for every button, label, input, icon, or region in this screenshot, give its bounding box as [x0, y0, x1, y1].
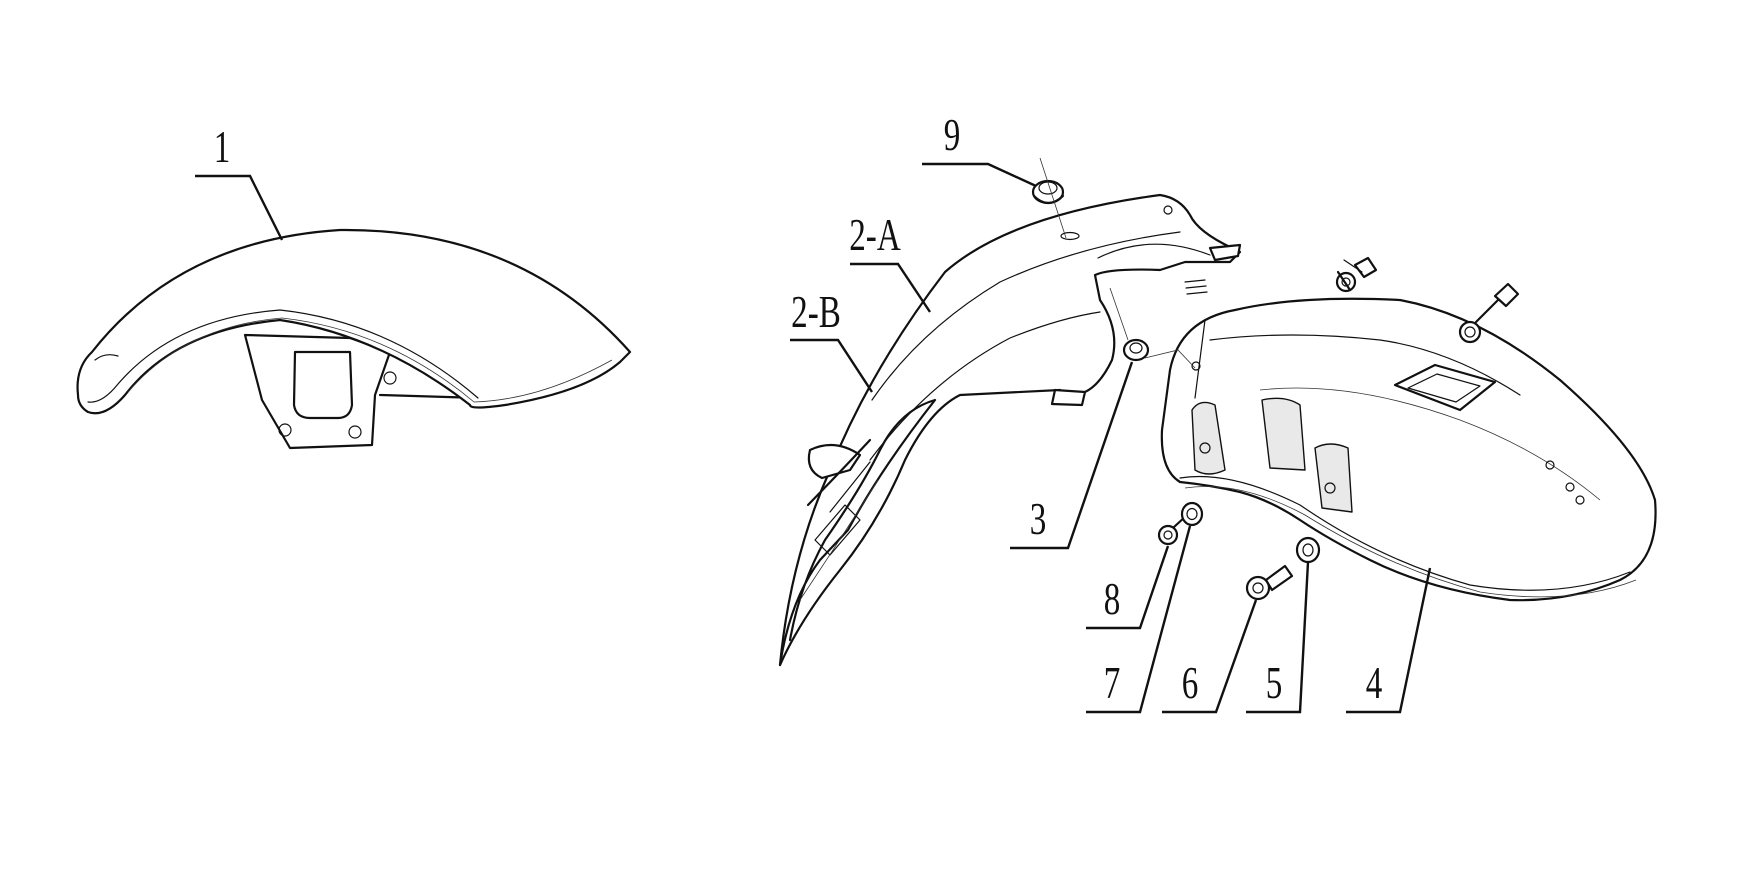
callout-8: 8: [1104, 573, 1121, 625]
fender-hole: [1575, 495, 1585, 505]
rear-fender-2b-crease: [799, 479, 879, 601]
leader-lines: [195, 162, 1432, 714]
rear-fender-2a-top-edge: [1097, 243, 1211, 259]
fasteners: [1031, 157, 1520, 601]
front-fender-inner-edge: [87, 309, 479, 403]
leader-5: [1246, 561, 1310, 714]
bracket-hole: [383, 371, 397, 385]
rear-fender-front-section: [778, 193, 1242, 667]
rear-fender-2b-rib: [806, 438, 872, 507]
leader-6: [1162, 599, 1258, 714]
rear-fender-4-recess: [1393, 363, 1497, 412]
rear-fender-4-lower-edge: [1179, 475, 1631, 591]
rear-fender-4-crease: [1209, 334, 1521, 396]
callout-3: 3: [1030, 493, 1047, 545]
rear-fender-2b-vent: [814, 504, 861, 556]
fender-hole: [1163, 205, 1173, 215]
leader-2b: [790, 338, 874, 393]
callout-2b: 2-B: [791, 286, 841, 338]
rear-fender-2a-shell: [778, 193, 1242, 667]
leader-4: [1346, 567, 1432, 714]
rear-fender-2a-crease: [871, 231, 1181, 401]
washer-5: [1295, 536, 1321, 564]
front-fender-lip: [94, 354, 119, 361]
callout-labels: 1 2-A 2-B 3 4 5 6 7 8 9: [214, 109, 1383, 709]
rear-fender-4-rim: [1184, 486, 1637, 598]
callout-1: 1: [214, 121, 231, 173]
bracket-window: [292, 350, 354, 420]
callout-9: 9: [944, 109, 961, 161]
bolt-6: [1245, 564, 1294, 601]
spring-clip: [1184, 279, 1208, 295]
rear-fender-4-boss: [1261, 397, 1306, 471]
upper-bolt: [1458, 282, 1520, 344]
leader-2a: [850, 262, 931, 313]
rear-fender-2b-edge: [829, 461, 871, 513]
fender-hole: [1565, 482, 1575, 492]
bracket-hole: [278, 423, 292, 437]
fender-hole: [1199, 442, 1211, 454]
leader-8: [1086, 545, 1170, 630]
fender-slot: [1060, 231, 1080, 241]
rear-fender-4-boss: [1191, 401, 1226, 475]
rear-fender-4-crease: [1259, 387, 1601, 501]
callout-7: 7: [1104, 657, 1121, 709]
leader-1: [195, 174, 284, 241]
rear-fender-2b-clip: [807, 443, 862, 480]
rear-fender-4-shell: [1160, 297, 1657, 602]
mounting-tab: [1050, 388, 1087, 407]
rear-fender-2a-crease: [869, 311, 1101, 461]
callout-5: 5: [1266, 657, 1283, 709]
rear-fender-4-boss: [1314, 443, 1353, 513]
leader-9: [922, 162, 1037, 188]
fender-hole: [1324, 482, 1336, 494]
leader-7: [1086, 525, 1192, 714]
grommet-3: [1109, 287, 1196, 369]
washer-7: [1180, 501, 1204, 527]
bolt-8: [1157, 514, 1188, 546]
rear-fender-2b-inner-guard: [778, 398, 937, 667]
grommet-9: [1031, 157, 1067, 239]
fender-hole: [1545, 460, 1555, 470]
callout-6: 6: [1182, 657, 1199, 709]
front-fender: [76, 228, 632, 450]
callout-2a: 2-A: [849, 209, 901, 261]
fender-hole: [1191, 361, 1201, 371]
upper-bolt: [1335, 256, 1378, 293]
rear-fender-4-recess-inner: [1407, 373, 1481, 403]
front-fender-shell: [76, 228, 632, 415]
leader-3: [1010, 361, 1134, 550]
callout-4: 4: [1366, 657, 1383, 709]
bracket-hole: [348, 425, 362, 439]
rear-fender-rear-section: [1160, 297, 1657, 602]
front-fender-rim-line: [127, 317, 613, 403]
mounting-tab: [1208, 243, 1242, 262]
rear-fender-4-front-edge: [1194, 319, 1206, 399]
